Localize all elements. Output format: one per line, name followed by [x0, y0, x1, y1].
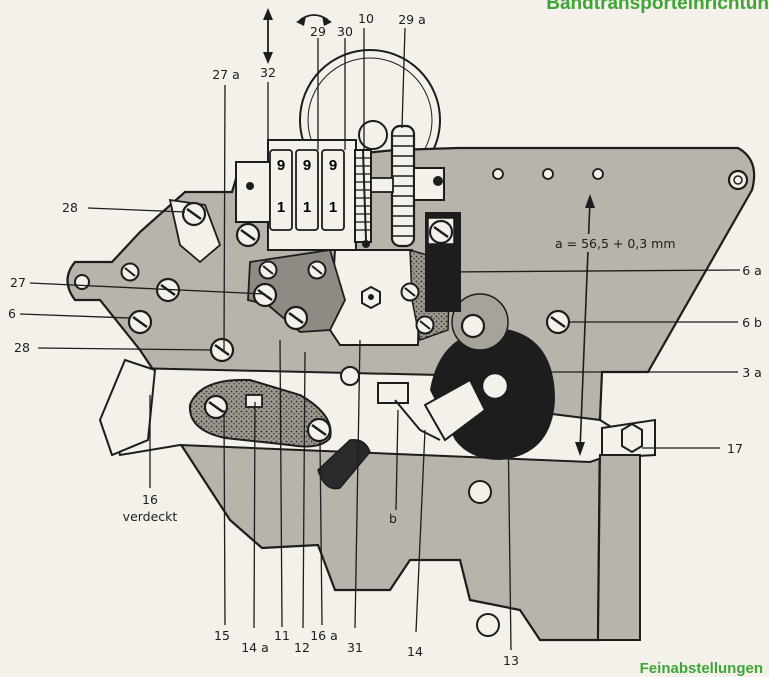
label-verdeckt: verdeckt	[123, 509, 178, 524]
label-12: 12	[294, 640, 310, 655]
counter-digit: 1	[329, 199, 337, 216]
label-3a: 3 a	[742, 365, 762, 380]
label-10: 10	[358, 11, 374, 26]
label-28-top: 28	[62, 200, 78, 215]
label-6: 6	[8, 306, 16, 321]
label-28-mid: 28	[14, 340, 30, 355]
label-13: 13	[503, 653, 519, 668]
counter-digit: 1	[277, 199, 285, 216]
nut-17	[621, 422, 643, 454]
label-b: b	[389, 511, 397, 526]
counter-wheel-2	[295, 149, 319, 231]
dimension-label: a = 56,5 + 0,3 mm	[555, 236, 676, 251]
label-29: 29	[310, 24, 326, 39]
counter-wheel-1	[269, 149, 293, 231]
counter-digit: 1	[303, 199, 311, 216]
label-14: 14	[407, 644, 423, 659]
label-30: 30	[337, 24, 353, 39]
label-16a: 16 a	[310, 628, 338, 643]
label-27a: 27 a	[212, 67, 240, 82]
counter-wheel-3	[321, 149, 345, 231]
counter-digit: 9	[277, 157, 285, 174]
label-15: 15	[214, 628, 230, 643]
label-29a: 29 a	[398, 12, 426, 27]
label-27: 27	[10, 275, 26, 290]
label-11: 11	[274, 628, 290, 643]
label-17: 17	[727, 441, 743, 456]
label-6a: 6 a	[742, 263, 762, 278]
counter-digit: 9	[303, 157, 311, 174]
label-16: 16	[142, 492, 158, 507]
label-31: 31	[347, 640, 363, 655]
label-6b: 6 b	[742, 315, 762, 330]
label-32: 32	[260, 65, 276, 80]
label-14a: 14 a	[241, 640, 269, 655]
stipple-lever	[188, 378, 332, 448]
counter-digit: 9	[329, 157, 337, 174]
header-title: Bandtransporteinrichtun	[546, 0, 769, 14]
